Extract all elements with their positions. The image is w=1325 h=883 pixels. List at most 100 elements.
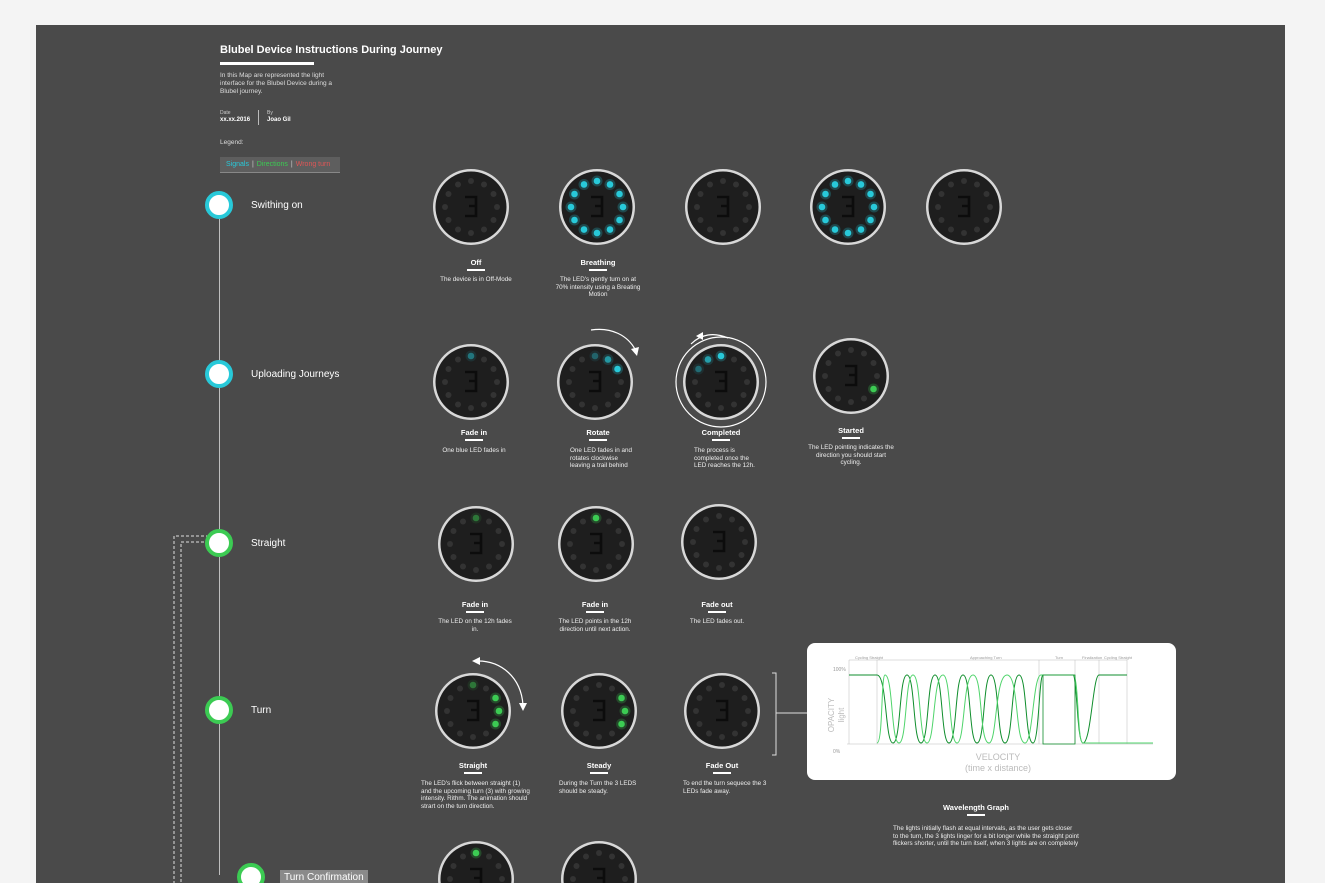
led-off	[609, 685, 615, 692]
led-off	[444, 708, 450, 714]
device-turn-fade-out	[683, 672, 761, 750]
led-off	[460, 518, 466, 525]
caption-straight-steady: Fade in	[550, 600, 640, 613]
led-off	[716, 565, 722, 571]
led-off	[573, 863, 580, 869]
led-off	[468, 178, 474, 184]
y-axis-bottom-label: 0%	[833, 749, 841, 755]
led-off	[693, 708, 699, 714]
led-off	[741, 721, 748, 727]
led-off	[447, 721, 454, 727]
wavelength-graph-description: The lights initially flash at equal inte…	[893, 825, 1079, 848]
led-off	[455, 401, 461, 408]
led-off	[693, 526, 700, 532]
led-off	[606, 518, 612, 525]
meta-separator	[258, 110, 259, 125]
led-off	[861, 350, 867, 357]
description-started: The LED pointing indicates the direction…	[808, 444, 894, 467]
blubel-logo-icon	[470, 867, 483, 883]
led-off	[938, 191, 945, 197]
led-off	[961, 178, 967, 184]
device-straight-steady	[557, 505, 635, 583]
title-underline	[220, 62, 314, 65]
led-lit	[593, 177, 601, 185]
led-lit	[844, 177, 852, 185]
led-off	[570, 876, 576, 882]
led-lit	[591, 352, 599, 360]
phase-label: Turn	[1055, 655, 1063, 660]
device-face	[440, 843, 512, 883]
led-off	[609, 853, 615, 860]
led-off	[696, 721, 703, 727]
led-off	[615, 554, 622, 560]
intro-text: In this Map are represented the light in…	[220, 72, 333, 95]
led-lit	[857, 226, 865, 233]
led-off	[450, 863, 457, 869]
device-upload-rotate	[556, 343, 634, 421]
led-off	[746, 204, 752, 210]
date-label: Date	[220, 110, 231, 116]
led-lit	[606, 226, 614, 233]
led-off	[729, 561, 735, 568]
turn-steady-block	[1042, 674, 1076, 745]
led-off	[948, 226, 954, 233]
caption-turn-steady: Steady	[554, 761, 644, 774]
description-turn-straight: The LED's flick between straight (1) and…	[421, 780, 530, 810]
led-off	[740, 392, 747, 398]
led-lit	[822, 216, 829, 224]
led-off	[460, 563, 466, 570]
led-off	[570, 708, 576, 714]
led-lit	[593, 229, 601, 237]
blubel-logo-icon	[593, 699, 606, 722]
led-off	[742, 217, 749, 223]
led-off	[486, 563, 492, 570]
stage-node-turn	[205, 696, 233, 724]
led-lit	[616, 216, 623, 224]
led-off	[983, 191, 990, 197]
led-off	[614, 392, 621, 398]
blubel-logo-icon	[465, 195, 478, 218]
led-off	[618, 379, 624, 385]
led-off	[486, 518, 492, 525]
caption-turn-fade-out: Fade Out	[677, 761, 767, 774]
stage-node-turn-confirmation	[237, 863, 265, 883]
led-off	[703, 561, 709, 568]
journey-map-board: Blubel Device Instructions During Journe…	[36, 25, 1285, 883]
led-glow	[465, 350, 477, 362]
led-off	[732, 730, 738, 737]
led-glow	[589, 350, 601, 362]
led-off	[720, 230, 726, 236]
description-fade-in: One blue LED fades in	[442, 447, 506, 454]
led-lit	[844, 229, 852, 237]
led-lit	[616, 190, 623, 198]
blubel-logo-icon	[717, 195, 730, 218]
led-off	[457, 685, 463, 692]
led-off	[738, 526, 745, 532]
y-axis-sublabel: light	[837, 707, 846, 722]
led-lit	[704, 356, 712, 363]
stage-node-straight	[205, 529, 233, 557]
led-lit	[618, 694, 625, 702]
led-off	[733, 181, 739, 188]
description-turn-steady: During the Turn the 3 LEDS should be ste…	[559, 780, 637, 795]
led-off	[495, 863, 502, 869]
led-lit	[492, 720, 499, 728]
stage-label-uploading: Uploading Journeys	[251, 369, 340, 380]
led-off	[695, 392, 702, 398]
description-completed: The process is completed once the LED re…	[694, 447, 755, 470]
stage-label-turn-confirmation: Turn Confirmation	[280, 870, 368, 883]
blubel-logo-icon	[589, 370, 602, 393]
led-off	[450, 554, 457, 560]
led-off	[835, 395, 841, 402]
led-off	[447, 876, 453, 882]
device-face	[563, 843, 635, 883]
led-off	[494, 204, 500, 210]
led-lit	[614, 365, 621, 373]
caption-turn-straight: Straight	[428, 761, 518, 774]
description-rotate: One LED fades in and rotates clockwise l…	[570, 447, 632, 470]
blubel-logo-icon	[842, 195, 855, 218]
led-off	[705, 401, 711, 408]
legend-separator: |	[251, 161, 254, 168]
led-off	[935, 204, 941, 210]
led-off	[738, 552, 745, 558]
